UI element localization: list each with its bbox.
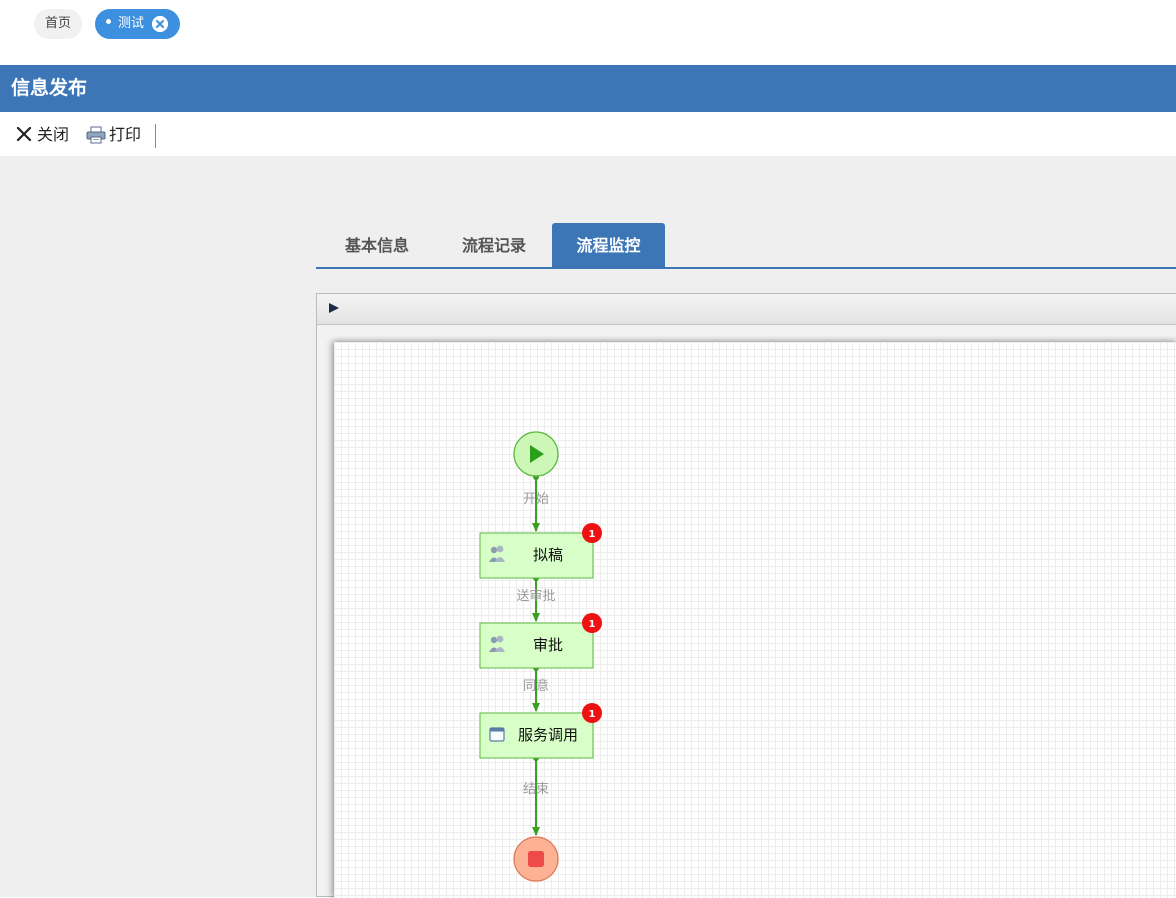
edge-label-send-approve: 送审批: [516, 589, 555, 604]
toolbar-divider: [155, 124, 156, 148]
close-button-label: 关闭: [37, 125, 70, 144]
page-title: 信息发布: [0, 65, 1176, 112]
badge: 1: [582, 613, 602, 633]
task-node-draft-label: 拟稿: [533, 546, 563, 564]
top-tab-active[interactable]: 测试: [95, 9, 180, 39]
tab-basic-info[interactable]: 基本信息: [344, 236, 409, 255]
top-tab-home[interactable]: 首页: [34, 9, 82, 39]
start-event[interactable]: [513, 431, 559, 477]
svg-text:1: 1: [589, 619, 596, 630]
task-node-service[interactable]: 服务调用 1: [479, 703, 602, 759]
task-node-approve-label: 审批: [533, 636, 563, 654]
end-event[interactable]: [513, 836, 559, 882]
tab-flow-monitor[interactable]: 流程监控: [552, 223, 665, 268]
badge: 1: [582, 523, 602, 543]
stop-icon: [528, 851, 544, 867]
tabs-underline: [316, 267, 1176, 269]
workflow-canvas: 开始 送审批 同意 结束: [334, 342, 1176, 898]
play-icon: [530, 445, 544, 463]
task-node-service-label: 服务调用: [518, 726, 578, 744]
edge-label-end: 结束: [523, 782, 549, 797]
panel-toolbar: [317, 294, 1176, 325]
edge-agree[interactable]: 同意: [523, 665, 549, 712]
top-tab-active-label: 测试: [118, 16, 145, 31]
active-dot-icon: [106, 19, 111, 24]
svg-text:1: 1: [589, 529, 596, 540]
badge: 1: [582, 703, 602, 723]
task-node-approve[interactable]: 审批 1: [479, 613, 602, 669]
edge-label-start: 开始: [523, 492, 549, 507]
close-tab-icon[interactable]: [152, 16, 168, 32]
svg-text:1: 1: [589, 709, 596, 720]
users-icon: [489, 545, 505, 562]
expand-arrow-icon[interactable]: [328, 302, 340, 314]
printer-icon: [86, 126, 106, 144]
window-icon: [489, 727, 505, 742]
print-button-label: 打印: [109, 125, 142, 144]
tab-flow-record[interactable]: 流程记录: [461, 236, 526, 255]
edge-start[interactable]: 开始: [523, 474, 549, 532]
toolbar: 关闭 打印: [0, 112, 1176, 156]
edge-send-approve[interactable]: 送审批: [516, 575, 556, 622]
detail-tabs: 基本信息 流程记录 流程监控: [316, 223, 1176, 270]
top-tab-strip: 首页 测试: [0, 0, 1176, 65]
monitor-panel: 开始 送审批 同意 结束: [316, 293, 1176, 898]
edge-label-agree: 同意: [523, 678, 549, 694]
users-icon: [489, 635, 505, 652]
task-node-draft[interactable]: 拟稿 1: [479, 523, 602, 579]
edge-end[interactable]: 结束: [523, 755, 549, 836]
close-icon: [16, 126, 32, 142]
